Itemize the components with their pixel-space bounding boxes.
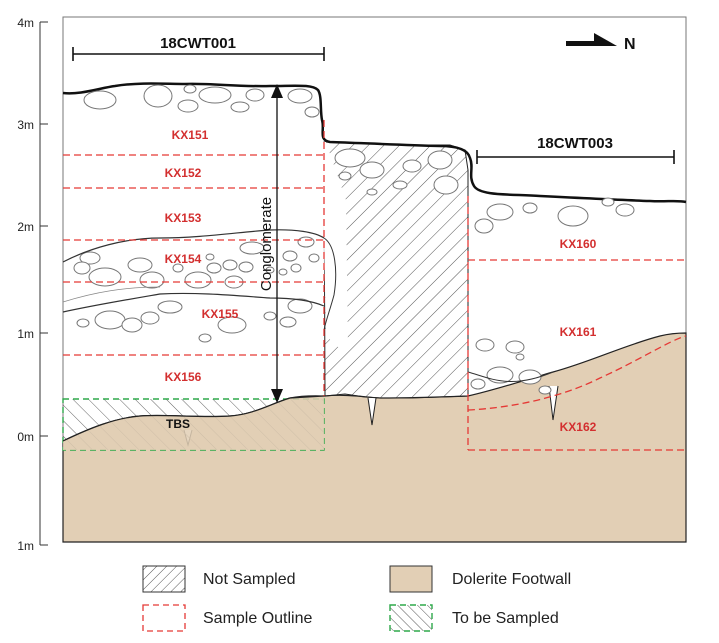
- legend-label: Dolerite Footwall: [452, 571, 571, 588]
- sample-label: KX160: [560, 237, 597, 251]
- section-bar-18cwt003: [476, 150, 675, 164]
- axis-tick-label: 2m: [17, 220, 34, 234]
- section-label: 18CWT001: [160, 35, 236, 52]
- section-label: 18CWT003: [537, 135, 613, 152]
- axis-tick-label: 1m: [17, 539, 34, 553]
- legend-label: Sample Outline: [203, 610, 312, 627]
- sample-label: KX155: [202, 307, 239, 321]
- legend: Not Sampled Dolerite Footwall Sample Out…: [142, 565, 571, 632]
- sample-label: KX151: [172, 128, 209, 142]
- depth-axis: [39, 21, 48, 546]
- sample-label: KX162: [560, 420, 597, 434]
- tbs-label: TBS: [166, 417, 190, 431]
- legend-label: To be Sampled: [452, 610, 559, 627]
- legend-swatch-to-be-sampled: [389, 604, 433, 632]
- sample-label: KX152: [165, 166, 202, 180]
- axis-tick-label: 0m: [17, 430, 34, 444]
- axis-tick-label: 4m: [17, 16, 34, 30]
- sample-outlines: [63, 120, 687, 451]
- section-bar-18cwt001: [72, 47, 325, 61]
- sample-label: KX156: [165, 370, 202, 384]
- legend-label: Not Sampled: [203, 571, 296, 588]
- boulders: [73, 84, 635, 395]
- axis-tick-label: 3m: [17, 118, 34, 132]
- legend-swatch-sample-outline: [142, 604, 186, 632]
- sample-label: KX153: [165, 211, 202, 225]
- north-label: N: [624, 36, 636, 53]
- legend-swatch-footwall: [389, 565, 433, 593]
- legend-swatch-not-sampled: [142, 565, 186, 593]
- conglomerate-label: Conglomerate: [258, 197, 275, 291]
- north-arrow-icon: [566, 33, 617, 46]
- sample-label: KX154: [165, 252, 202, 266]
- ground-surface: [62, 82, 687, 204]
- sample-label: KX161: [560, 325, 597, 339]
- axis-tick-label: 1m: [17, 327, 34, 341]
